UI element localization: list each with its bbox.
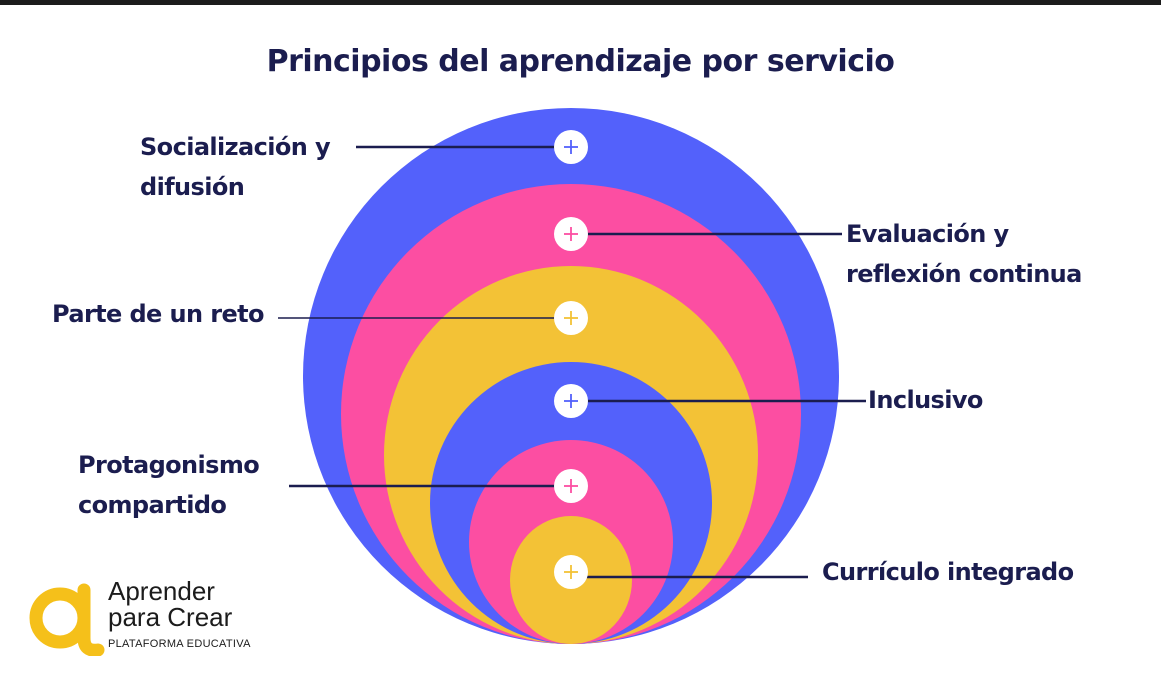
plus-button-5[interactable] bbox=[554, 469, 588, 503]
plus-button-3[interactable] bbox=[554, 301, 588, 335]
plus-button-6[interactable] bbox=[554, 555, 588, 589]
aprender-para-crear-logo bbox=[29, 583, 105, 656]
logo-mark-icon bbox=[29, 583, 105, 656]
page-title: Principios del aprendizaje por servicio bbox=[266, 44, 895, 79]
plus-icon bbox=[564, 479, 578, 493]
top-bar bbox=[0, 0, 1161, 5]
plus-icon bbox=[564, 227, 578, 241]
principle-label-reto: Parte de un reto bbox=[52, 300, 265, 328]
principle-label-inclusivo: Inclusivo bbox=[868, 386, 983, 414]
logo-text: Aprender para Crear PLATAFORMA EDUCATIVA bbox=[108, 578, 251, 650]
plus-button-1[interactable] bbox=[554, 130, 588, 164]
logo-tagline: PLATAFORMA EDUCATIVA bbox=[108, 638, 251, 650]
plus-button-2[interactable] bbox=[554, 217, 588, 251]
plus-icon bbox=[564, 140, 578, 154]
principle-label-evaluacion: Evaluación y reflexión continua bbox=[846, 220, 1082, 288]
plus-icon bbox=[564, 311, 578, 325]
logo-line-2: para Crear bbox=[108, 602, 233, 632]
principle-label-socializacion: Socialización y difusión bbox=[140, 133, 331, 201]
plus-icon bbox=[564, 394, 578, 408]
plus-button-4[interactable] bbox=[554, 384, 588, 418]
logo-line-1: Aprender bbox=[108, 576, 215, 606]
plus-icon bbox=[564, 565, 578, 579]
principle-label-protagonismo: Protagonismo compartido bbox=[78, 451, 260, 519]
principle-label-curriculo: Currículo integrado bbox=[822, 558, 1074, 586]
